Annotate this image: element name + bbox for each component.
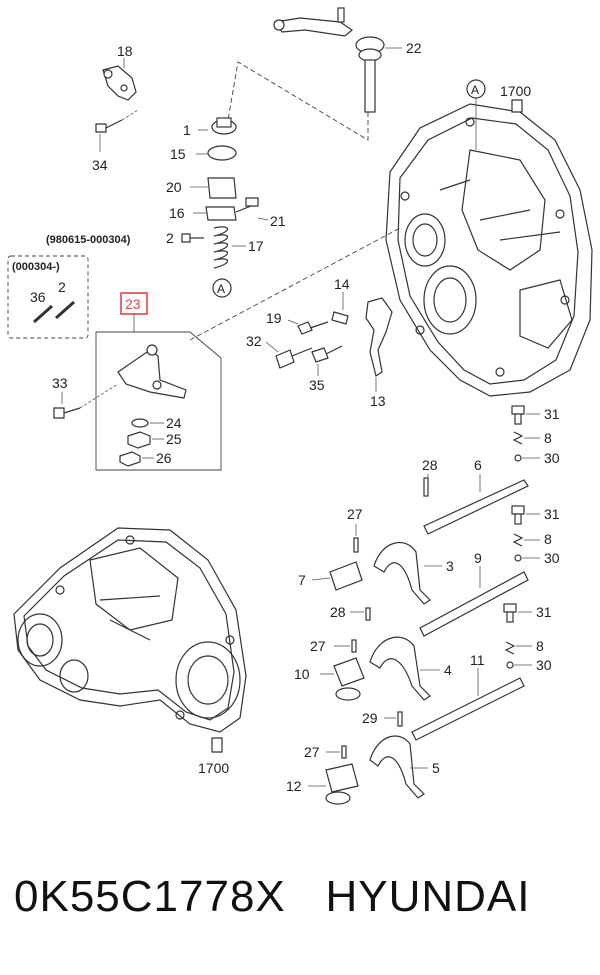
pin-14 bbox=[331, 292, 349, 325]
ref-A-lower: A bbox=[217, 282, 225, 296]
callout-27-a: 27 bbox=[347, 506, 363, 522]
callout-31-b: 31 bbox=[544, 506, 560, 522]
lug-12 bbox=[308, 763, 359, 805]
callout-1: 1 bbox=[183, 122, 191, 138]
callout-4: 4 bbox=[444, 662, 452, 678]
bolt-34 bbox=[95, 109, 139, 152]
callout-29: 29 bbox=[362, 710, 378, 726]
callout-23: 23 bbox=[125, 296, 141, 312]
callout-3: 3 bbox=[446, 558, 454, 574]
bolt-32 bbox=[265, 341, 313, 369]
note-date-from: (000304-) bbox=[12, 261, 60, 273]
callout-7: 7 bbox=[298, 572, 306, 588]
callout-14: 14 bbox=[334, 276, 350, 292]
callout-26: 26 bbox=[156, 450, 172, 466]
callout-24: 24 bbox=[166, 415, 182, 431]
lever-23 bbox=[117, 344, 187, 467]
callout-1700-lower: 1700 bbox=[198, 760, 229, 776]
callout-12: 12 bbox=[286, 778, 302, 794]
callout-2-upper: 2 bbox=[166, 230, 174, 246]
callout-13: 13 bbox=[370, 393, 386, 409]
callout-27-c: 27 bbox=[304, 744, 320, 760]
shift-rail-6 bbox=[423, 474, 529, 535]
callout-5: 5 bbox=[432, 760, 440, 776]
transmission-case-lower bbox=[13, 527, 247, 753]
lug-10 bbox=[320, 657, 365, 701]
callout-31-a: 31 bbox=[544, 406, 560, 422]
shift-rail-11 bbox=[411, 668, 525, 741]
fork-3 bbox=[373, 542, 442, 605]
shift-lever-22 bbox=[273, 7, 402, 113]
part-23-box bbox=[95, 331, 222, 471]
bracket-18 bbox=[102, 58, 137, 101]
pins-36-2 bbox=[33, 300, 75, 324]
callout-8-b: 8 bbox=[544, 531, 552, 547]
callout-27-b: 27 bbox=[310, 638, 326, 654]
callout-8-c: 8 bbox=[536, 638, 544, 654]
part-number: 0K55C1778X bbox=[14, 872, 286, 921]
detent-set-31-8-30 bbox=[503, 405, 540, 669]
callout-6: 6 bbox=[474, 457, 482, 473]
callout-19: 19 bbox=[266, 310, 282, 326]
bolt-35 bbox=[311, 345, 343, 376]
callout-11: 11 bbox=[470, 652, 485, 668]
callout-15: 15 bbox=[170, 146, 186, 162]
note-date-range: (980615-000304) bbox=[46, 234, 131, 246]
detent-assembly bbox=[190, 117, 269, 298]
fork-4 bbox=[369, 636, 440, 701]
variant-box bbox=[7, 255, 89, 339]
callout-30-a: 30 bbox=[544, 450, 560, 466]
caption-gap bbox=[286, 872, 326, 921]
callout-8-a: 8 bbox=[544, 430, 552, 446]
callout-30-b: 30 bbox=[544, 550, 560, 566]
callout-36: 36 bbox=[30, 289, 46, 305]
bolt-33 bbox=[53, 383, 119, 419]
callout-34: 34 bbox=[92, 157, 108, 173]
callout-17: 17 bbox=[248, 238, 264, 254]
callout-28-b: 28 bbox=[330, 604, 346, 620]
pins-27-28-29 bbox=[326, 474, 429, 759]
callout-9: 9 bbox=[474, 550, 482, 566]
callout-25: 25 bbox=[166, 431, 182, 447]
callout-21: 21 bbox=[270, 213, 286, 229]
callout-20: 20 bbox=[166, 179, 182, 195]
callout-28-a: 28 bbox=[422, 457, 438, 473]
bracket-13 bbox=[365, 297, 393, 392]
callout-35: 35 bbox=[309, 377, 325, 393]
callout-32: 32 bbox=[246, 333, 262, 349]
bolt-19 bbox=[287, 319, 329, 335]
callout-33: 33 bbox=[52, 375, 68, 391]
callout-18: 18 bbox=[117, 43, 133, 59]
callout-10: 10 bbox=[294, 666, 310, 682]
ref-A-upper: A bbox=[471, 83, 479, 97]
part-number-caption: 0K55C1778X HYUNDAI bbox=[14, 872, 530, 922]
callout-2-box: 2 bbox=[58, 279, 66, 295]
callout-22: 22 bbox=[406, 40, 422, 56]
brand-name: HYUNDAI bbox=[325, 872, 531, 921]
transmission-case-upper bbox=[385, 79, 593, 397]
callout-16: 16 bbox=[169, 205, 185, 221]
callout-1700-upper: 1700 bbox=[500, 83, 531, 99]
bolt-2-upper bbox=[181, 233, 204, 243]
shift-rail-9 bbox=[419, 566, 529, 637]
callout-30-c: 30 bbox=[536, 657, 552, 673]
fork-5 bbox=[369, 735, 428, 799]
callout-31-c: 31 bbox=[536, 604, 552, 620]
lug-7 bbox=[311, 561, 363, 591]
